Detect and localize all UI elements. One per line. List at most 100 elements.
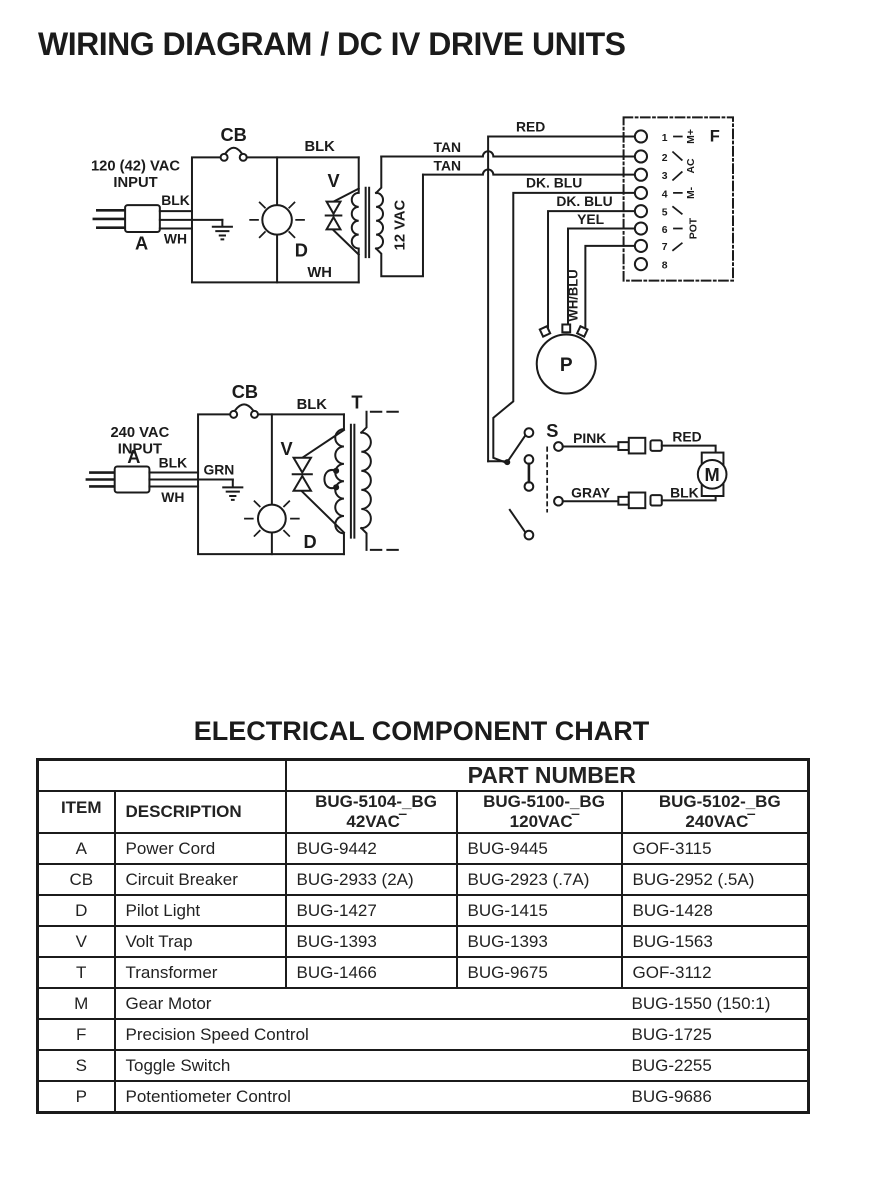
wire-label-blk-240: BLK <box>159 454 188 470</box>
column-header-row: ITEM DESCRIPTION BUG-5104-_BG 42VAC‾ BUG… <box>36 790 810 834</box>
part-cell: BUG-9445 <box>455 832 623 865</box>
table-row: F Precision Speed Control BUG-1725 <box>36 1018 810 1051</box>
circuit-loop <box>190 156 360 284</box>
input-voltage-label: 120 (42) VAC <box>91 158 180 174</box>
item-header: ITEM <box>36 790 116 834</box>
ground-icon <box>211 218 233 241</box>
part-cell: BUG-1725 <box>631 1024 712 1044</box>
part-cell: BUG-1428 <box>620 894 810 927</box>
circuit-breaker-icon <box>219 146 248 162</box>
part-cell: BUG-1393 <box>284 925 458 958</box>
table-row: S Toggle Switch BUG-2255 <box>36 1049 810 1082</box>
circuit-loop-240 <box>197 413 345 556</box>
part-cell: BUG-1466 <box>284 956 458 989</box>
part-cell: BUG-1415 <box>455 894 623 927</box>
terminal-4 <box>633 185 649 200</box>
input-voltage-label-240: 240 VAC <box>110 425 169 441</box>
span-cell: Precision Speed Control BUG-1725 <box>113 1018 810 1051</box>
power-cord-icon <box>92 204 224 233</box>
circuit-breaker-icon-240 <box>229 403 259 419</box>
gear-motor-icon: M <box>696 451 728 497</box>
wire-label-pink: PINK <box>573 430 606 446</box>
description-cell: Volt Trap <box>113 925 287 958</box>
description-cell: Power Cord <box>113 832 287 865</box>
wire-label-blk-motor: BLK <box>670 485 699 501</box>
terminal-5 <box>633 204 649 219</box>
terminal-number: 2 <box>662 153 668 164</box>
wire-label-wh-240: WH <box>161 489 184 505</box>
plug-label-240: A <box>127 446 140 467</box>
volt-trap-label: V <box>327 170 340 191</box>
motor-label: M <box>705 464 720 485</box>
table-row: A Power Cord BUG-9442 BUG-9445 GOF-3115 <box>36 832 810 865</box>
pilot-label: D <box>295 239 308 260</box>
wire-label-wh: WH <box>164 230 187 246</box>
toggle-switch-icon: S <box>487 420 564 541</box>
table-row: T Transformer BUG-1466 BUG-9675 GOF-3112 <box>36 956 810 989</box>
input-label: INPUT <box>113 175 157 191</box>
empty-header-cell <box>36 758 287 792</box>
wire-label-dkblu1: DK. BLU <box>526 175 582 191</box>
wire-label-blk: BLK <box>161 192 190 208</box>
part-voltage: 120VAC‾ <box>509 812 579 831</box>
volt-trap-icon <box>324 187 361 256</box>
secondary-wires <box>380 135 636 464</box>
table-row-gear-motor: M Gear Motor BUG-1550 (150:1) BUG-1600 (… <box>36 987 810 1020</box>
part-cell: GOF-3112 <box>620 956 810 989</box>
description-cell: Gear Motor <box>125 994 212 1013</box>
wire-label-wh-bot: WH <box>307 265 332 281</box>
potentiometer-label: P <box>560 355 573 376</box>
wire-label-tan1: TAN <box>434 139 462 155</box>
part-cell: BUG-9686 <box>631 1086 712 1106</box>
col-240vac-header: BUG-5102-_BG 240VAC‾ <box>620 790 810 834</box>
pilot-label-240: D <box>303 531 316 552</box>
wire-label-gray: GRAY <box>571 485 611 501</box>
wire-label-blk-top-240: BLK <box>297 397 328 413</box>
chart-title: ELECTRICAL COMPONENT CHART <box>193 716 650 746</box>
terminal-number: 6 <box>662 225 668 236</box>
description-cell: Pilot Light <box>113 894 287 927</box>
wire-label-red-motor: RED <box>672 428 701 444</box>
terminal-label-ac: AC <box>686 158 697 174</box>
item-cell: F <box>36 1018 116 1051</box>
part-voltage: 240VAC‾ <box>685 812 755 831</box>
wire-label-dkblu2: DK. BLU <box>556 193 612 209</box>
terminal-6 <box>633 221 649 236</box>
table-row: V Volt Trap BUG-1393 BUG-1393 BUG-1563 <box>36 925 810 958</box>
pilot-light-icon-240 <box>244 413 300 556</box>
table-row: P Potentiometer Control BUG-9686 <box>36 1080 810 1114</box>
wire-label-tan2: TAN <box>434 157 462 173</box>
part-cell: BUG-2923 (.7A) <box>455 863 623 896</box>
item-cell: D <box>36 894 116 927</box>
wire-label-whblu: WH/BLU <box>566 269 581 321</box>
part-list: BUG-1550 (150:1) BUG-1600 (50:1) BUG-159… <box>631 990 771 1017</box>
terminal-block-f: 1 2 3 4 5 6 7 8 M+ AC M- POT F <box>622 116 734 282</box>
plug-label: A <box>135 232 148 253</box>
col-42vac-header: BUG-5104-_BG 42VAC‾ <box>284 790 458 834</box>
input-label-240: INPUT <box>118 441 162 457</box>
terminal-8 <box>633 257 649 272</box>
terminal-2 <box>633 149 649 164</box>
terminal-label-mplus: M+ <box>686 129 697 144</box>
part-number-header: PART NUMBER <box>284 758 810 792</box>
part-cell: BUG-1550 (150:1) <box>631 994 771 1013</box>
table-row: D Pilot Light BUG-1427 BUG-1415 BUG-1428 <box>36 894 810 927</box>
terminal-number: 4 <box>662 189 668 200</box>
breaker-label: CB <box>220 124 246 145</box>
terminal-1 <box>633 129 649 144</box>
wire-label-red: RED <box>516 118 545 134</box>
description-cell: Toggle Switch <box>125 1055 231 1075</box>
table-row: CB Circuit Breaker BUG-2933 (2A) BUG-292… <box>36 863 810 896</box>
wiring-diagram: 120 (42) VAC INPUT A CB BLK WH BLK WH V … <box>85 116 734 556</box>
terminal-label-pot: POT <box>689 217 700 239</box>
col-120vac-header: BUG-5100-_BG 120VAC‾ <box>455 790 623 834</box>
span-cell: Potentiometer Control BUG-9686 <box>113 1080 810 1114</box>
terminal-7 <box>633 238 649 253</box>
part-prefix: BUG-5100-_BG <box>483 792 605 811</box>
part-cell: BUG-2952 (.5A) <box>620 863 810 896</box>
part-voltage: 42VAC‾ <box>346 812 406 831</box>
part-cell: BUG-2255 <box>631 1055 712 1075</box>
span-cell: Toggle Switch BUG-2255 <box>113 1049 810 1082</box>
page-title: WIRING DIAGRAM / DC IV DRIVE UNITS <box>38 26 626 62</box>
